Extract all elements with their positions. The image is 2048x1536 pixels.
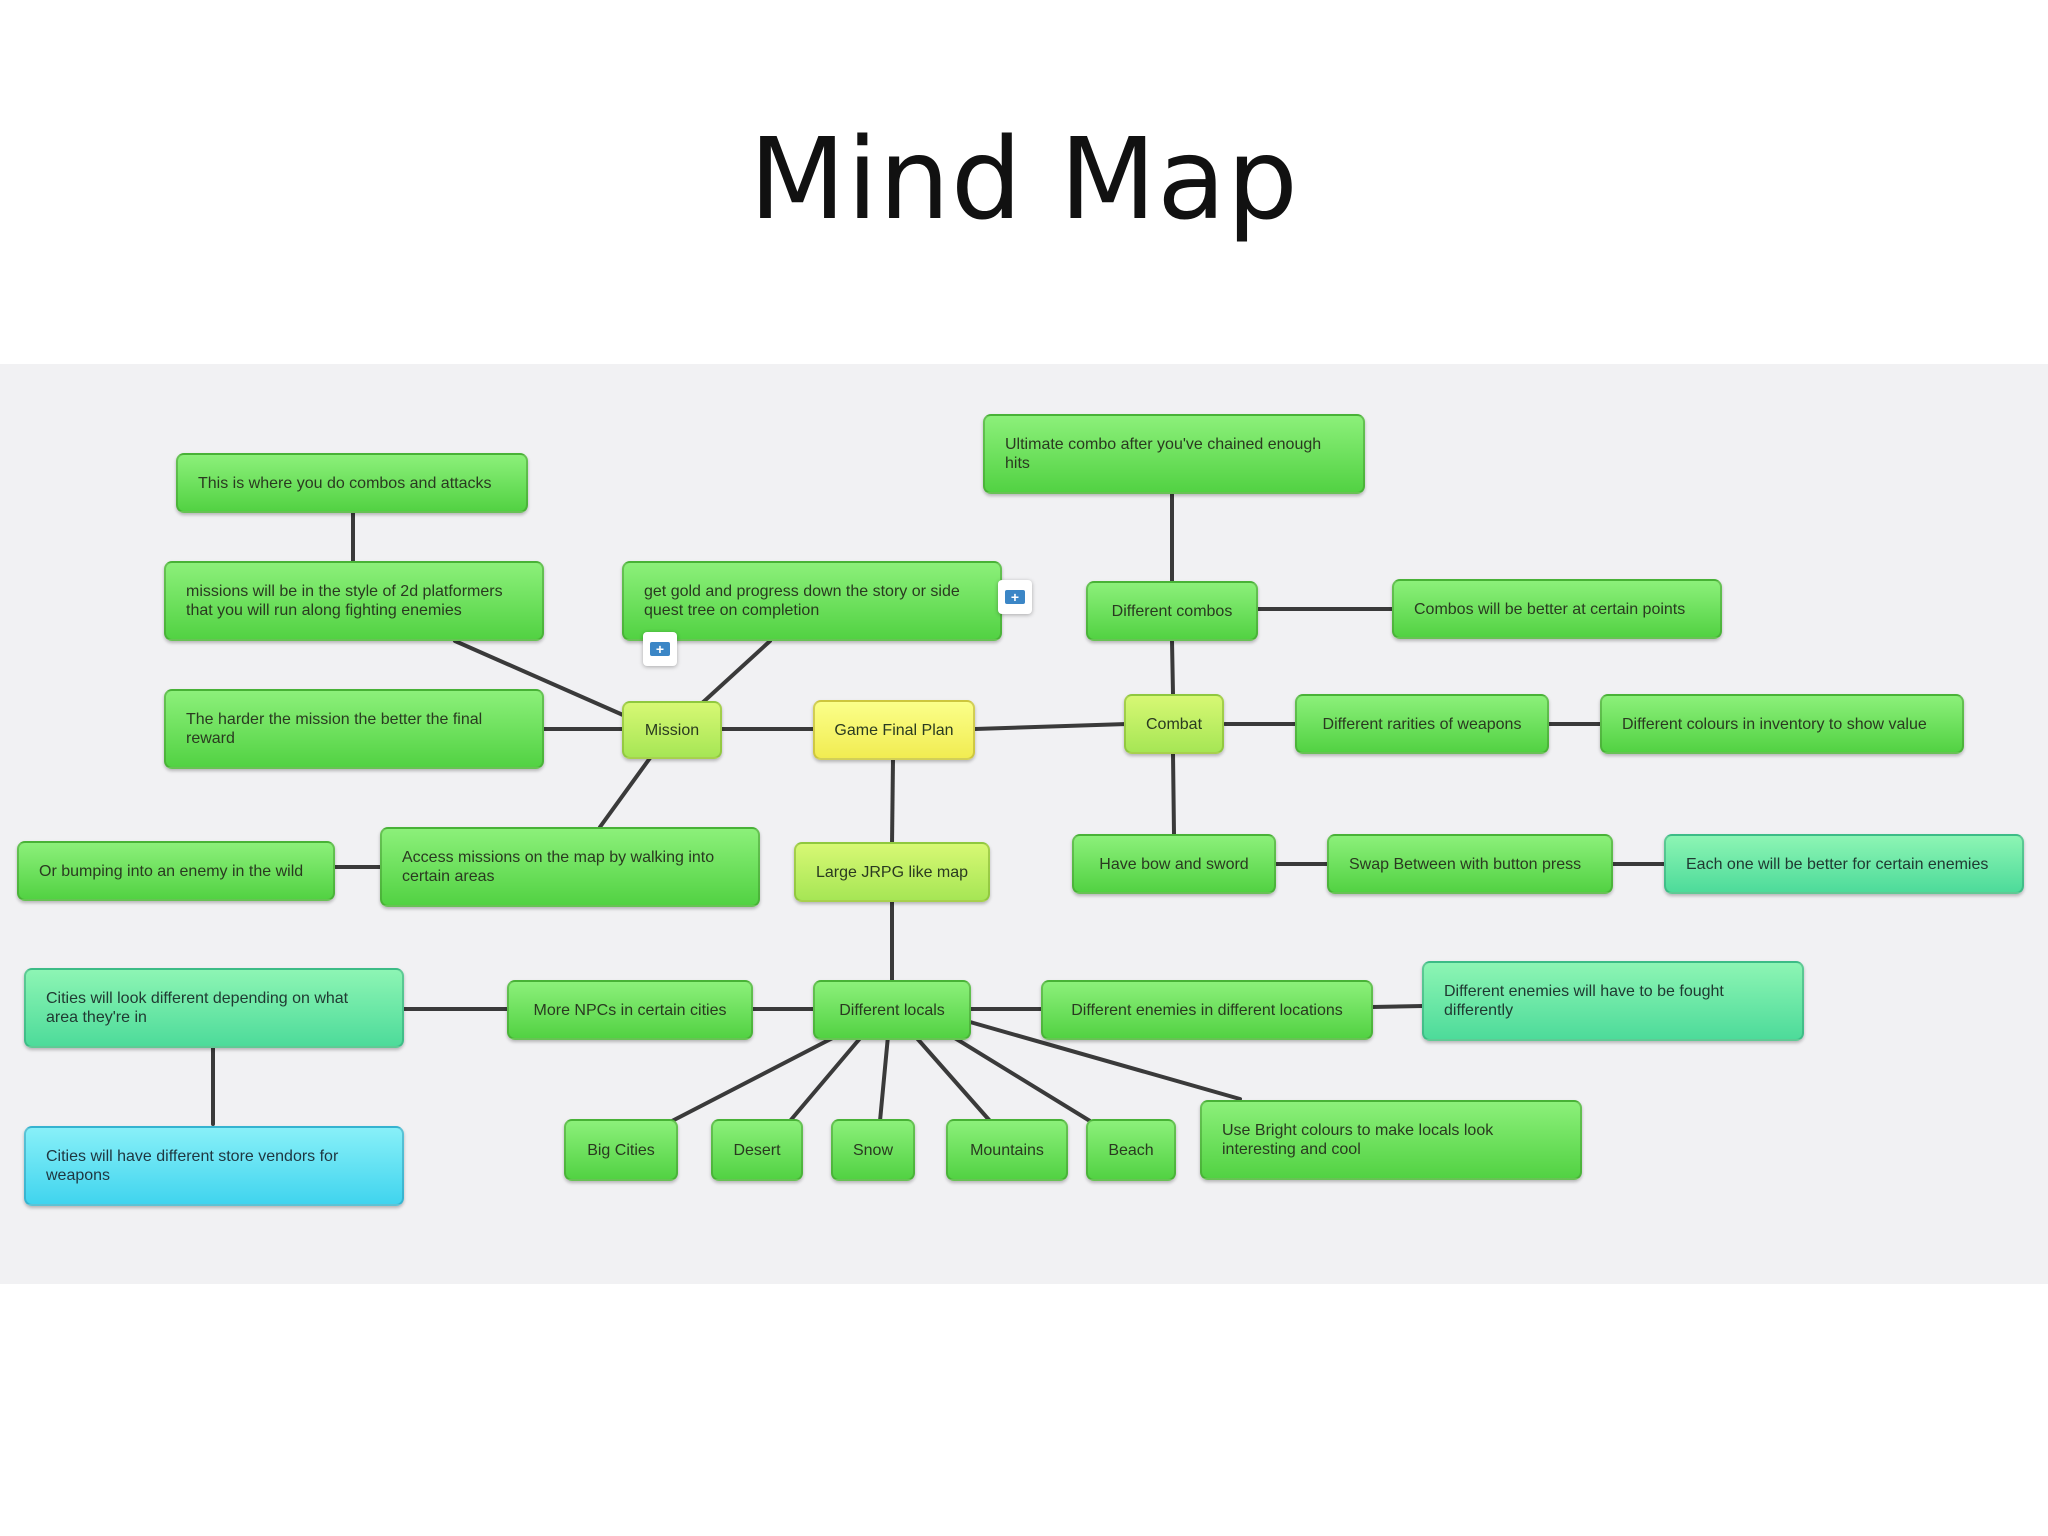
node-game-final-plan[interactable]: Game Final Plan (813, 700, 975, 760)
edge-mission-access (598, 756, 652, 829)
node-rarities[interactable]: Different rarities of weapons (1295, 694, 1549, 754)
edge-locals-mountains (913, 1034, 992, 1123)
edge-locals-snow (878, 1034, 890, 1123)
node-get-gold[interactable]: get gold and progress down the story or … (622, 561, 1002, 641)
node-access-missions[interactable]: Access missions on the map by walking in… (380, 827, 760, 907)
node-desert[interactable]: Desert (711, 1119, 803, 1181)
node-large-jrpg-map[interactable]: Large JRPG like map (794, 842, 990, 902)
edge-root-combat (973, 722, 1129, 731)
node-cities-vendors[interactable]: Cities will have different store vendors… (24, 1126, 404, 1206)
edge-combat-bow (1171, 752, 1176, 836)
slide-title: Mind Map (749, 115, 1299, 245)
node-each-one-better[interactable]: Each one will be better for certain enem… (1664, 834, 2024, 894)
node-combat[interactable]: Combat (1124, 694, 1224, 754)
mind-map-connectors (211, 492, 1667, 1126)
node-bright-colours[interactable]: Use Bright colours to make locals look i… (1200, 1100, 1582, 1180)
node-mountains[interactable]: Mountains (946, 1119, 1068, 1181)
node-snow[interactable]: Snow (831, 1119, 915, 1181)
edge-locals-desert (788, 1034, 864, 1123)
edge-locals-beach (943, 1030, 1092, 1123)
mind-map-canvas[interactable]: Game Final Plan Mission Combat Large JRP… (0, 364, 2048, 1284)
node-bow-sword[interactable]: Have bow and sword (1072, 834, 1276, 894)
add-node-icon[interactable]: + (998, 580, 1032, 614)
node-enemies-fought[interactable]: Different enemies will have to be fought… (1422, 961, 1804, 1041)
node-bumping-enemy[interactable]: Or bumping into an enemy in the wild (17, 841, 335, 901)
node-big-cities[interactable]: Big Cities (564, 1119, 678, 1181)
node-combos-attacks[interactable]: This is where you do combos and attacks (176, 453, 528, 513)
node-mission[interactable]: Mission (622, 701, 722, 759)
node-different-combos[interactable]: Different combos (1086, 581, 1258, 641)
edge-diff-enemies-fought (1370, 1004, 1425, 1009)
node-swap-between[interactable]: Swap Between with button press (1327, 834, 1613, 894)
edge-root-map (890, 757, 895, 847)
edge-mission-missions-style (453, 639, 625, 717)
node-diff-enemies[interactable]: Different enemies in different locations (1041, 980, 1373, 1040)
node-beach[interactable]: Beach (1086, 1119, 1176, 1181)
node-missions-style[interactable]: missions will be in the style of 2d plat… (164, 561, 544, 641)
node-cities-look[interactable]: Cities will look different depending on … (24, 968, 404, 1048)
node-different-locals[interactable]: Different locals (813, 980, 971, 1040)
edge-mission-get-gold (698, 639, 772, 707)
node-harder-mission[interactable]: The harder the mission the better the fi… (164, 689, 544, 769)
edge-combat-different-combos (1170, 639, 1175, 696)
edge-locals-bright (968, 1020, 1242, 1101)
node-combos-better[interactable]: Combos will be better at certain points (1392, 579, 1722, 639)
node-more-npcs[interactable]: More NPCs in certain cities (507, 980, 753, 1040)
edge-locals-big-cities (670, 1027, 852, 1123)
add-node-icon[interactable]: + (643, 632, 677, 666)
node-ultimate-combo[interactable]: Ultimate combo after you've chained enou… (983, 414, 1365, 494)
node-colours-inventory[interactable]: Different colours in inventory to show v… (1600, 694, 1964, 754)
